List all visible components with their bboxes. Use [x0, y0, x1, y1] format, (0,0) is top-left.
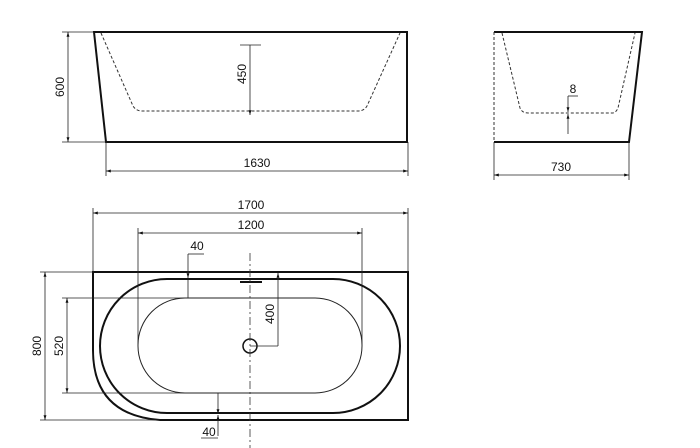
front-outline [92, 31, 408, 143]
side-width-label: 730 [551, 160, 571, 174]
length-label: 1630 [244, 156, 271, 170]
inner-width-label: 520 [52, 336, 66, 356]
bottom-thickness-label: 8 [570, 82, 577, 96]
side-basin-hidden-line [501, 32, 636, 114]
rim-bottom-label: 40 [202, 425, 216, 439]
front-basin-hidden-line [100, 32, 401, 112]
top-outline [92, 271, 409, 421]
inner-length-label: 1200 [238, 218, 265, 232]
top-width-label: 800 [30, 336, 44, 356]
rim-top-label: 40 [190, 239, 204, 253]
top-view: 1700 1200 40 400 800 520 40 [30, 198, 409, 448]
side-outline [494, 31, 644, 143]
height-label: 600 [53, 77, 67, 97]
top-length-label: 1700 [238, 198, 265, 212]
depth-label: 450 [235, 64, 249, 84]
drain-offset-label: 400 [263, 304, 277, 324]
side-view: 8 730 [493, 31, 644, 180]
front-view: 600 450 1630 [53, 31, 409, 176]
